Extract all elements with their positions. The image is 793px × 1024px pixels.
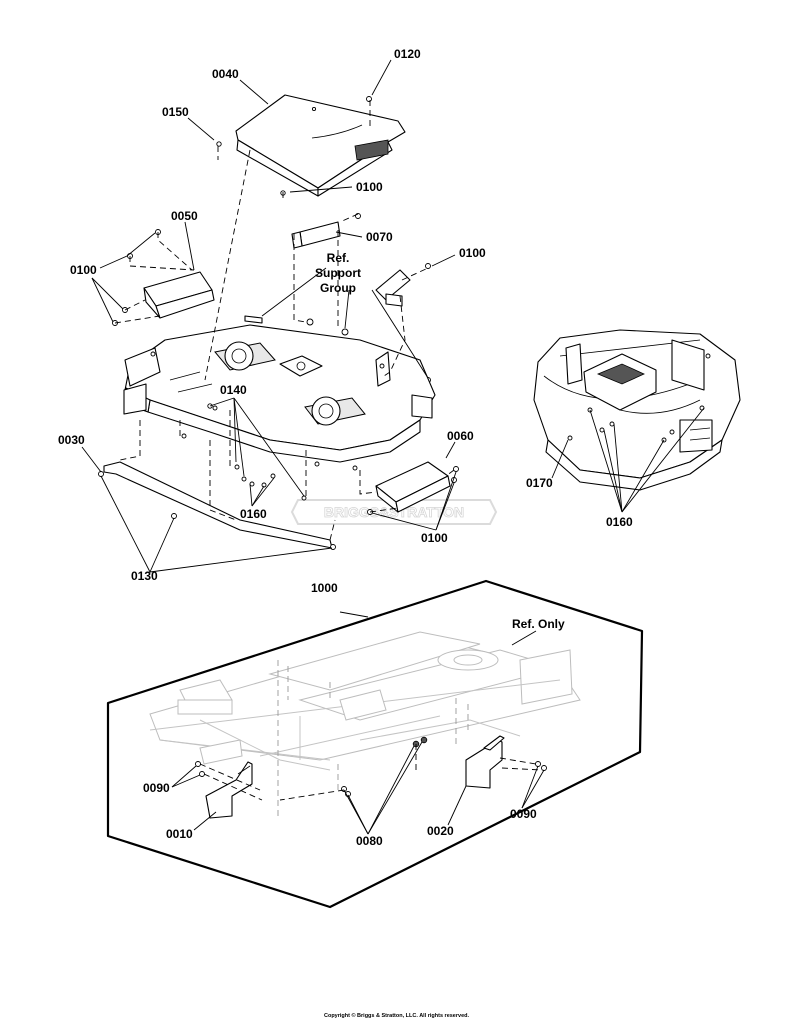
callout-0050: 0050	[171, 209, 198, 223]
reference-chassis-faint	[149, 631, 581, 820]
ref-only-label: Ref. Only	[512, 617, 565, 631]
callout-leaders	[81, 59, 705, 573]
right-guard-0060	[367, 461, 459, 515]
left-guard-0050	[112, 229, 215, 326]
callout-0120: 0120	[394, 47, 421, 61]
callout-0140: 0140	[220, 383, 247, 397]
bracket-0020	[465, 735, 547, 789]
ref-support-line1: Ref.	[327, 251, 350, 265]
callout-0160-right: 0160	[606, 515, 633, 529]
callout-0030: 0030	[58, 433, 85, 447]
mower-deck-housing	[123, 324, 436, 471]
callout-1000: 1000	[311, 581, 338, 595]
right-bracket	[244, 263, 431, 383]
callout-0150: 0150	[162, 105, 189, 119]
callout-0160-mid: 0160	[240, 507, 267, 521]
callout-0100-left: 0100	[70, 263, 97, 277]
screw-0120	[366, 96, 372, 102]
bracket-0010	[195, 761, 263, 819]
copyright-notice: Copyright © Briggs & Stratton, LLC. All …	[323, 1013, 470, 1019]
callout-0090-right: 0090	[510, 807, 537, 821]
callout-0100-top: 0100	[356, 180, 383, 194]
callout-0170: 0170	[526, 476, 553, 490]
callout-0010: 0010	[166, 827, 193, 841]
callout-0090-left: 0090	[143, 781, 170, 795]
screw-0150	[216, 141, 222, 147]
callout-0070: 0070	[366, 230, 393, 244]
bolts-0080	[279, 736, 428, 801]
baffle-0030	[98, 461, 336, 550]
deck-detail-view-0170	[533, 329, 741, 491]
watermark-text: BRIGGS&STRATTON	[324, 504, 464, 520]
callout-0020: 0020	[427, 824, 454, 838]
ref-support-line2: Support	[315, 266, 361, 280]
callout-0130: 0130	[131, 569, 158, 583]
callout-leaders-lower	[171, 611, 545, 835]
assembly-dash-lines	[114, 100, 455, 541]
callout-0100-bottom: 0100	[421, 531, 448, 545]
briggs-stratton-watermark: BRIGGS&STRATTON	[290, 499, 498, 525]
bracket-0070	[291, 213, 361, 249]
callout-0040: 0040	[212, 67, 239, 81]
fasteners-0140-0160	[181, 403, 320, 501]
ref-support-line3: Group	[320, 281, 356, 295]
callout-0080: 0080	[356, 834, 383, 848]
callout-0100-right: 0100	[459, 246, 486, 260]
belt-cover-0040	[235, 94, 406, 197]
callout-labels: 0120 0040 0150 0100 0050 0070 0100 0100 …	[58, 47, 633, 848]
callout-0060: 0060	[447, 429, 474, 443]
